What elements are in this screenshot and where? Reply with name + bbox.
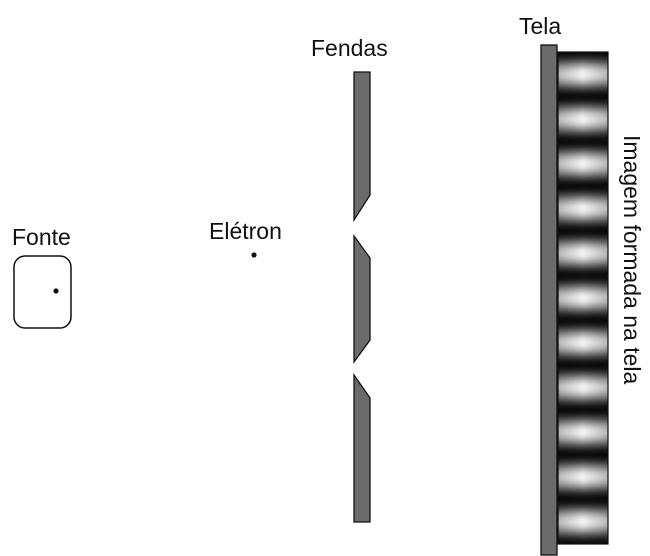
screen-label: Tela bbox=[519, 13, 561, 39]
electron-source bbox=[13, 255, 72, 329]
source-label: Fonte bbox=[12, 224, 71, 250]
detection-screen bbox=[540, 44, 558, 556]
barrier-bottom-segment bbox=[353, 372, 371, 523]
slit-barrier bbox=[353, 71, 371, 523]
source-dot bbox=[53, 288, 59, 294]
electron-label: Elétron bbox=[209, 218, 282, 244]
barrier-middle-segment bbox=[353, 234, 371, 364]
electron-dot bbox=[251, 252, 257, 258]
interference-shading bbox=[558, 52, 608, 544]
slits-label: Fendas bbox=[311, 35, 388, 61]
image-label: Imagem formada na tela bbox=[619, 135, 645, 385]
barrier-top-segment bbox=[353, 71, 371, 223]
